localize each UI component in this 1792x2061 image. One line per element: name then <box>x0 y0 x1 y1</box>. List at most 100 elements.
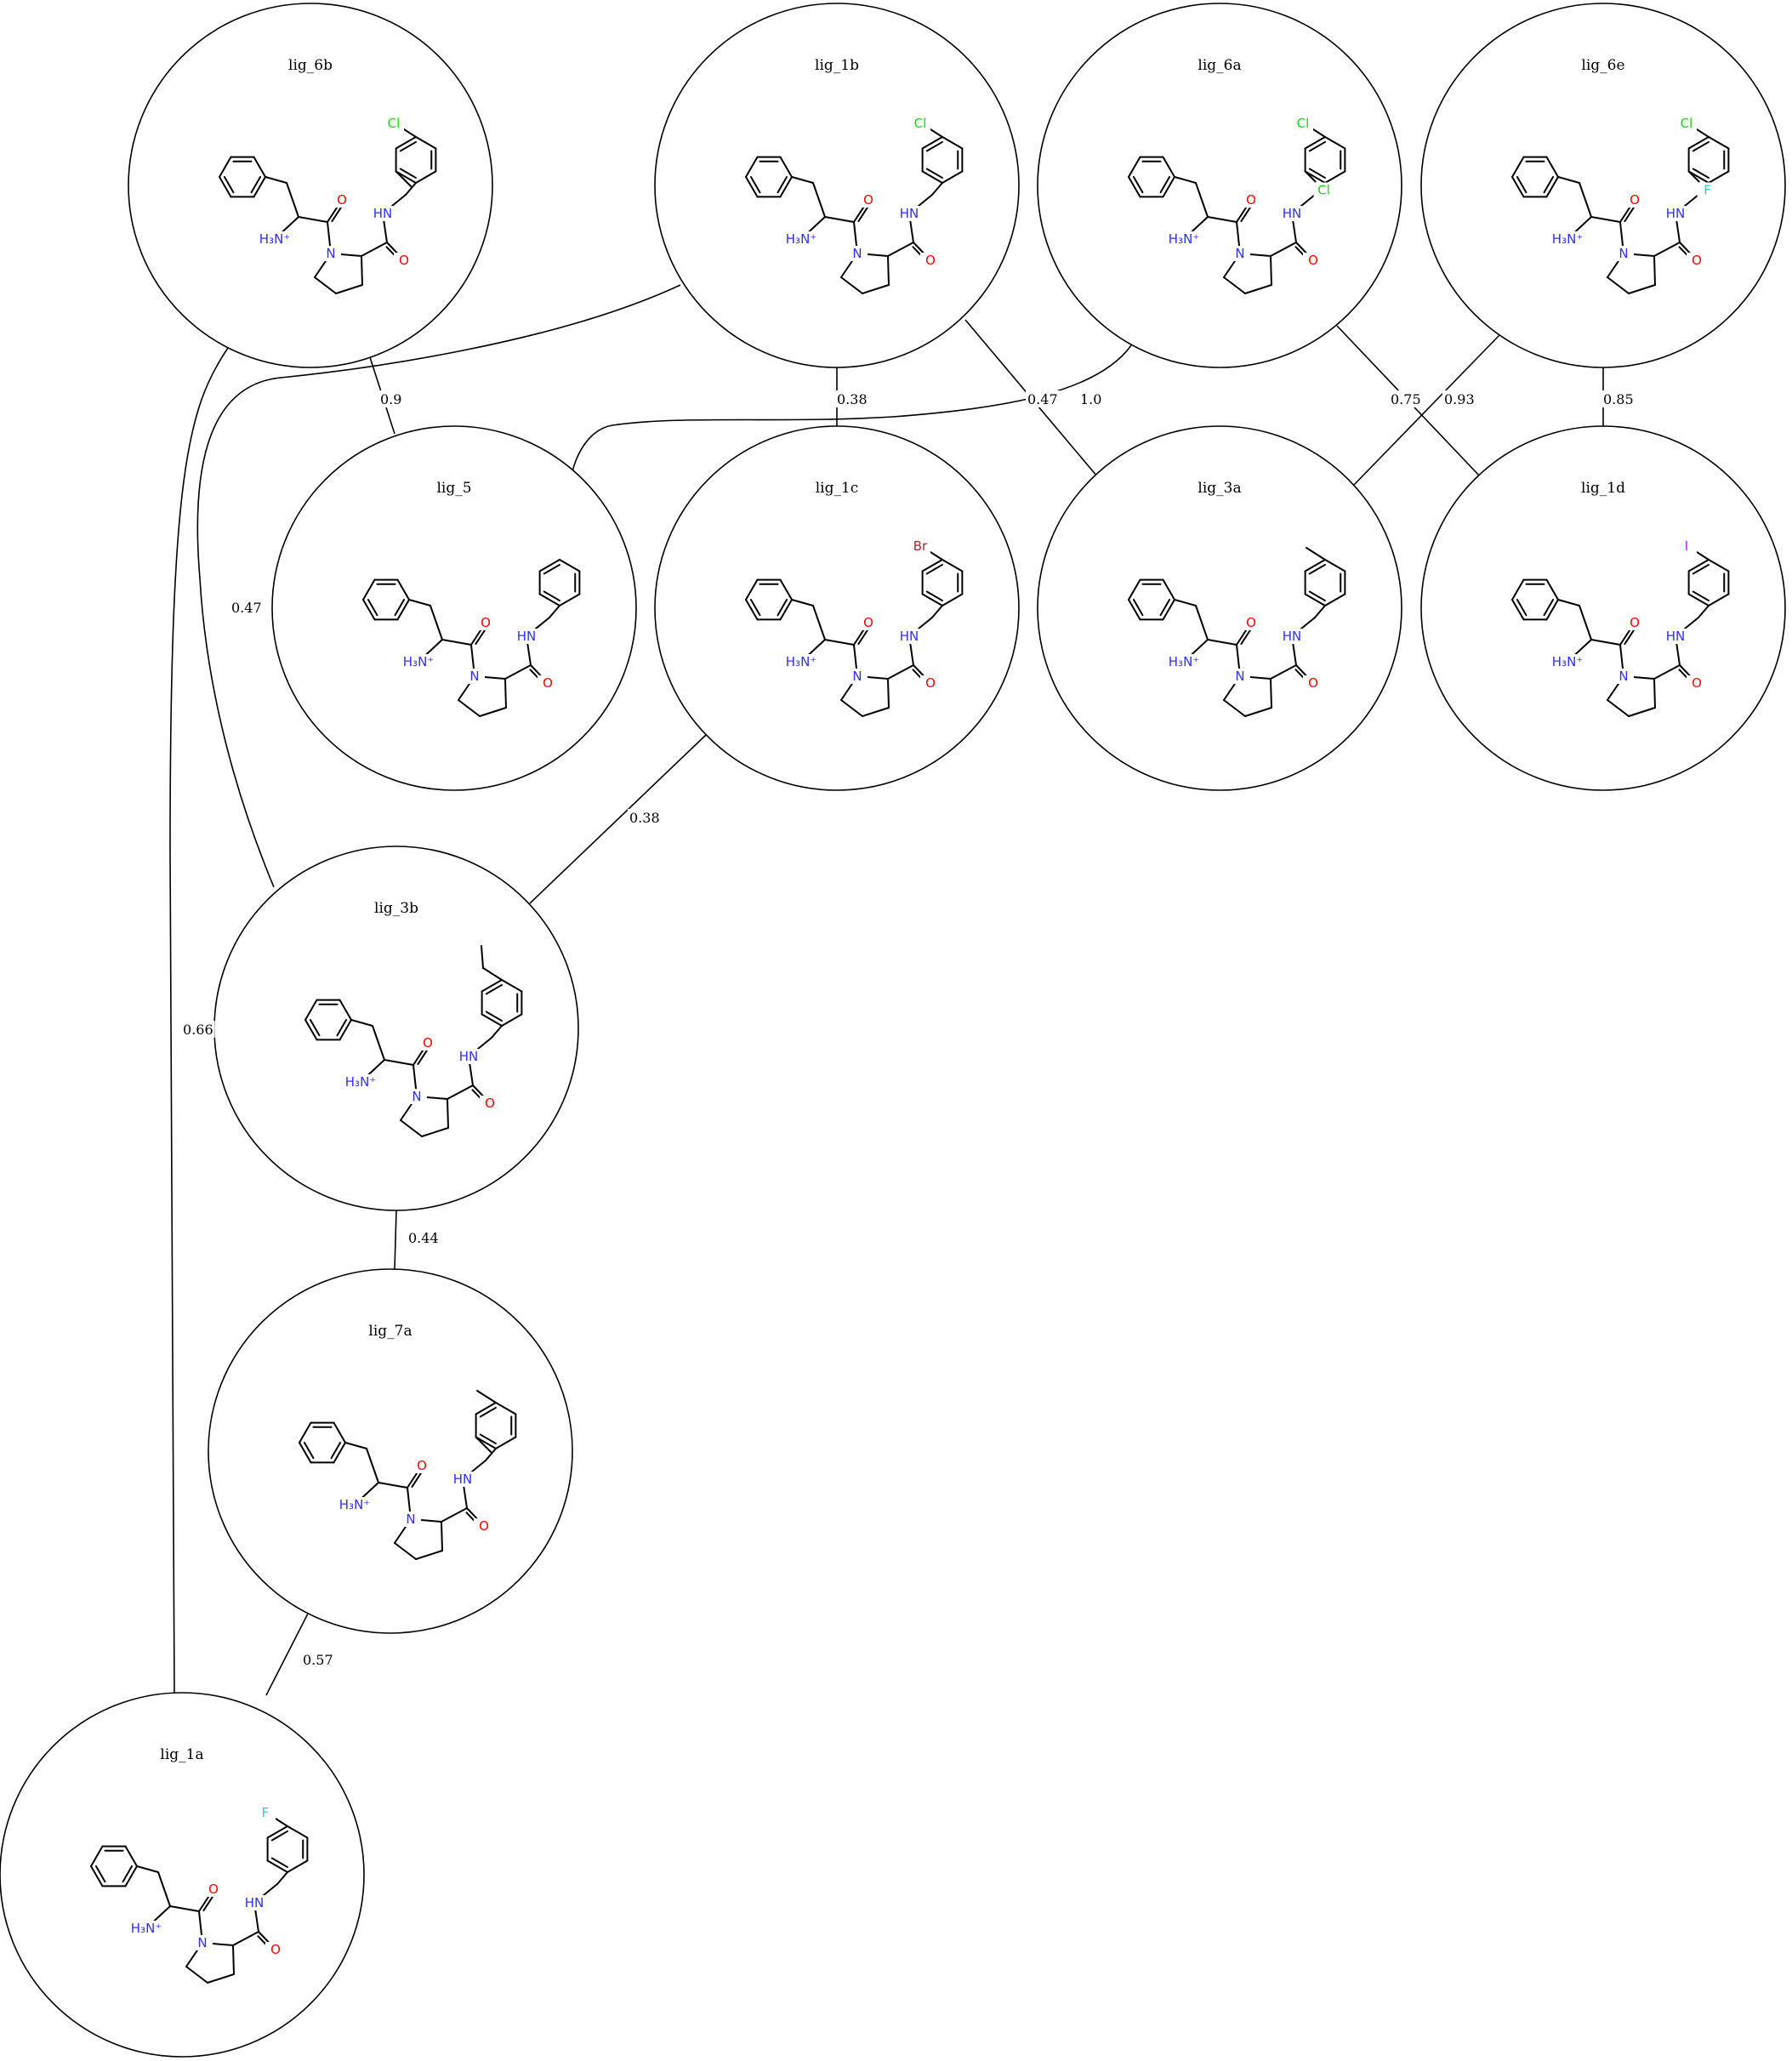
oxygen-label: O <box>1630 615 1640 630</box>
oxygen-label: O <box>337 192 347 208</box>
amine-label: H₃N⁺ <box>786 231 816 247</box>
bond <box>485 1448 497 1461</box>
halogen-bond <box>275 1818 288 1827</box>
amine-label: H₃N⁺ <box>131 1921 162 1936</box>
benzyl-ring-bond <box>1692 590 1710 602</box>
amide-nh-label: HN <box>900 629 919 644</box>
edge-label-bg <box>1026 390 1060 407</box>
phenyl-ring-bond <box>223 176 235 194</box>
bond <box>1223 276 1246 294</box>
atom-bg <box>910 116 930 131</box>
benzyl-ring-bond <box>1687 170 1710 184</box>
edge-label-bg <box>301 1651 335 1668</box>
amine-label: H₃N⁺ <box>345 1074 376 1090</box>
benzyl-ring-bond <box>1708 559 1730 572</box>
nitrogen-label: N <box>1235 246 1244 261</box>
bond <box>1628 707 1656 717</box>
atom-bg <box>474 1518 494 1534</box>
benzyl-ring-bond <box>485 1011 503 1022</box>
benzyl-ring-bond <box>921 136 943 150</box>
amine-label: H₃N⁺ <box>786 654 816 669</box>
benzyl-ring-bond <box>287 1825 309 1839</box>
nitrogen-label: N <box>326 246 335 261</box>
atom-bg <box>1303 253 1323 268</box>
phenyl-ring-bond <box>333 1442 346 1464</box>
phenyl-ring-bond <box>1128 156 1141 178</box>
phenyl-ring-bond <box>250 176 262 194</box>
oxygen-label: O <box>479 1518 489 1534</box>
bond <box>384 1059 414 1066</box>
halogen-bond <box>1687 170 1700 183</box>
benzyl-ring-bond <box>287 1859 309 1873</box>
phenyl-ring-bond <box>1545 599 1559 621</box>
atom-bg <box>321 246 341 261</box>
atom-bg <box>475 615 496 630</box>
phenyl-ring-bond <box>745 176 759 198</box>
halogen-bond <box>1696 128 1710 138</box>
phenyl-ring-bond <box>1511 599 1525 621</box>
benzyl-ring-bond <box>538 559 560 572</box>
benzyl-ring-bond <box>1708 136 1730 150</box>
benzyl-ring-bond <box>266 1859 288 1873</box>
benzyl-ring-bond <box>925 563 943 575</box>
atom-bg <box>1613 246 1634 261</box>
atom-bg <box>332 192 352 208</box>
atom-bg <box>192 1935 213 1950</box>
edge-lig_6b-lig_1a <box>169 347 229 1694</box>
phenyl-ring-bond <box>1162 599 1175 621</box>
bond <box>504 664 532 680</box>
phenyl-ring-bond <box>745 156 759 178</box>
node-circle <box>654 425 1020 791</box>
node-circle <box>208 1268 573 1634</box>
halogen-bond <box>1312 128 1326 138</box>
bond <box>887 664 914 680</box>
oxygen-label: O <box>925 253 936 268</box>
bond <box>1244 284 1272 294</box>
benzyl-ring-bond <box>1687 136 1710 150</box>
edge-label-bg <box>1601 390 1636 407</box>
atom-bg <box>1303 675 1323 691</box>
phenyl-ring-bond <box>1162 176 1175 198</box>
benzyl-ring-bond <box>399 168 417 179</box>
atom-bg <box>412 1458 432 1473</box>
edge-label-bg <box>230 599 264 616</box>
halogen-label-br: Br <box>913 538 928 554</box>
phenyl-ring-bond <box>299 1421 312 1443</box>
oxygen-label: O <box>925 675 936 691</box>
nitrogen-label: N <box>1618 246 1628 261</box>
oxygen-label: O <box>1692 675 1702 691</box>
nitrogen-label: N <box>197 1935 207 1950</box>
node-circle <box>1420 425 1786 791</box>
node-label: lig_7a <box>368 1323 412 1340</box>
edge-label-bg <box>181 1021 215 1038</box>
phenyl-ring-bond <box>777 599 788 617</box>
benzyl-ring-bond <box>1687 593 1710 606</box>
atom-bg <box>1676 116 1697 131</box>
amide-nh-label: HN <box>245 1895 265 1910</box>
bond <box>458 699 481 717</box>
phenyl-ring-bond <box>309 1019 321 1037</box>
phenyl-ring-bond <box>253 156 266 178</box>
phenyl-ring-bond <box>303 1442 315 1460</box>
atom-bg <box>1282 206 1302 221</box>
amine-label: H₃N⁺ <box>1169 654 1199 669</box>
bond <box>136 1865 159 1873</box>
phenyl-ring-bond <box>124 1845 138 1867</box>
atom-bg <box>384 116 404 131</box>
node-circle <box>0 1692 365 2058</box>
oxygen-label: O <box>423 1035 433 1050</box>
oxygen-label: O <box>485 1096 495 1111</box>
